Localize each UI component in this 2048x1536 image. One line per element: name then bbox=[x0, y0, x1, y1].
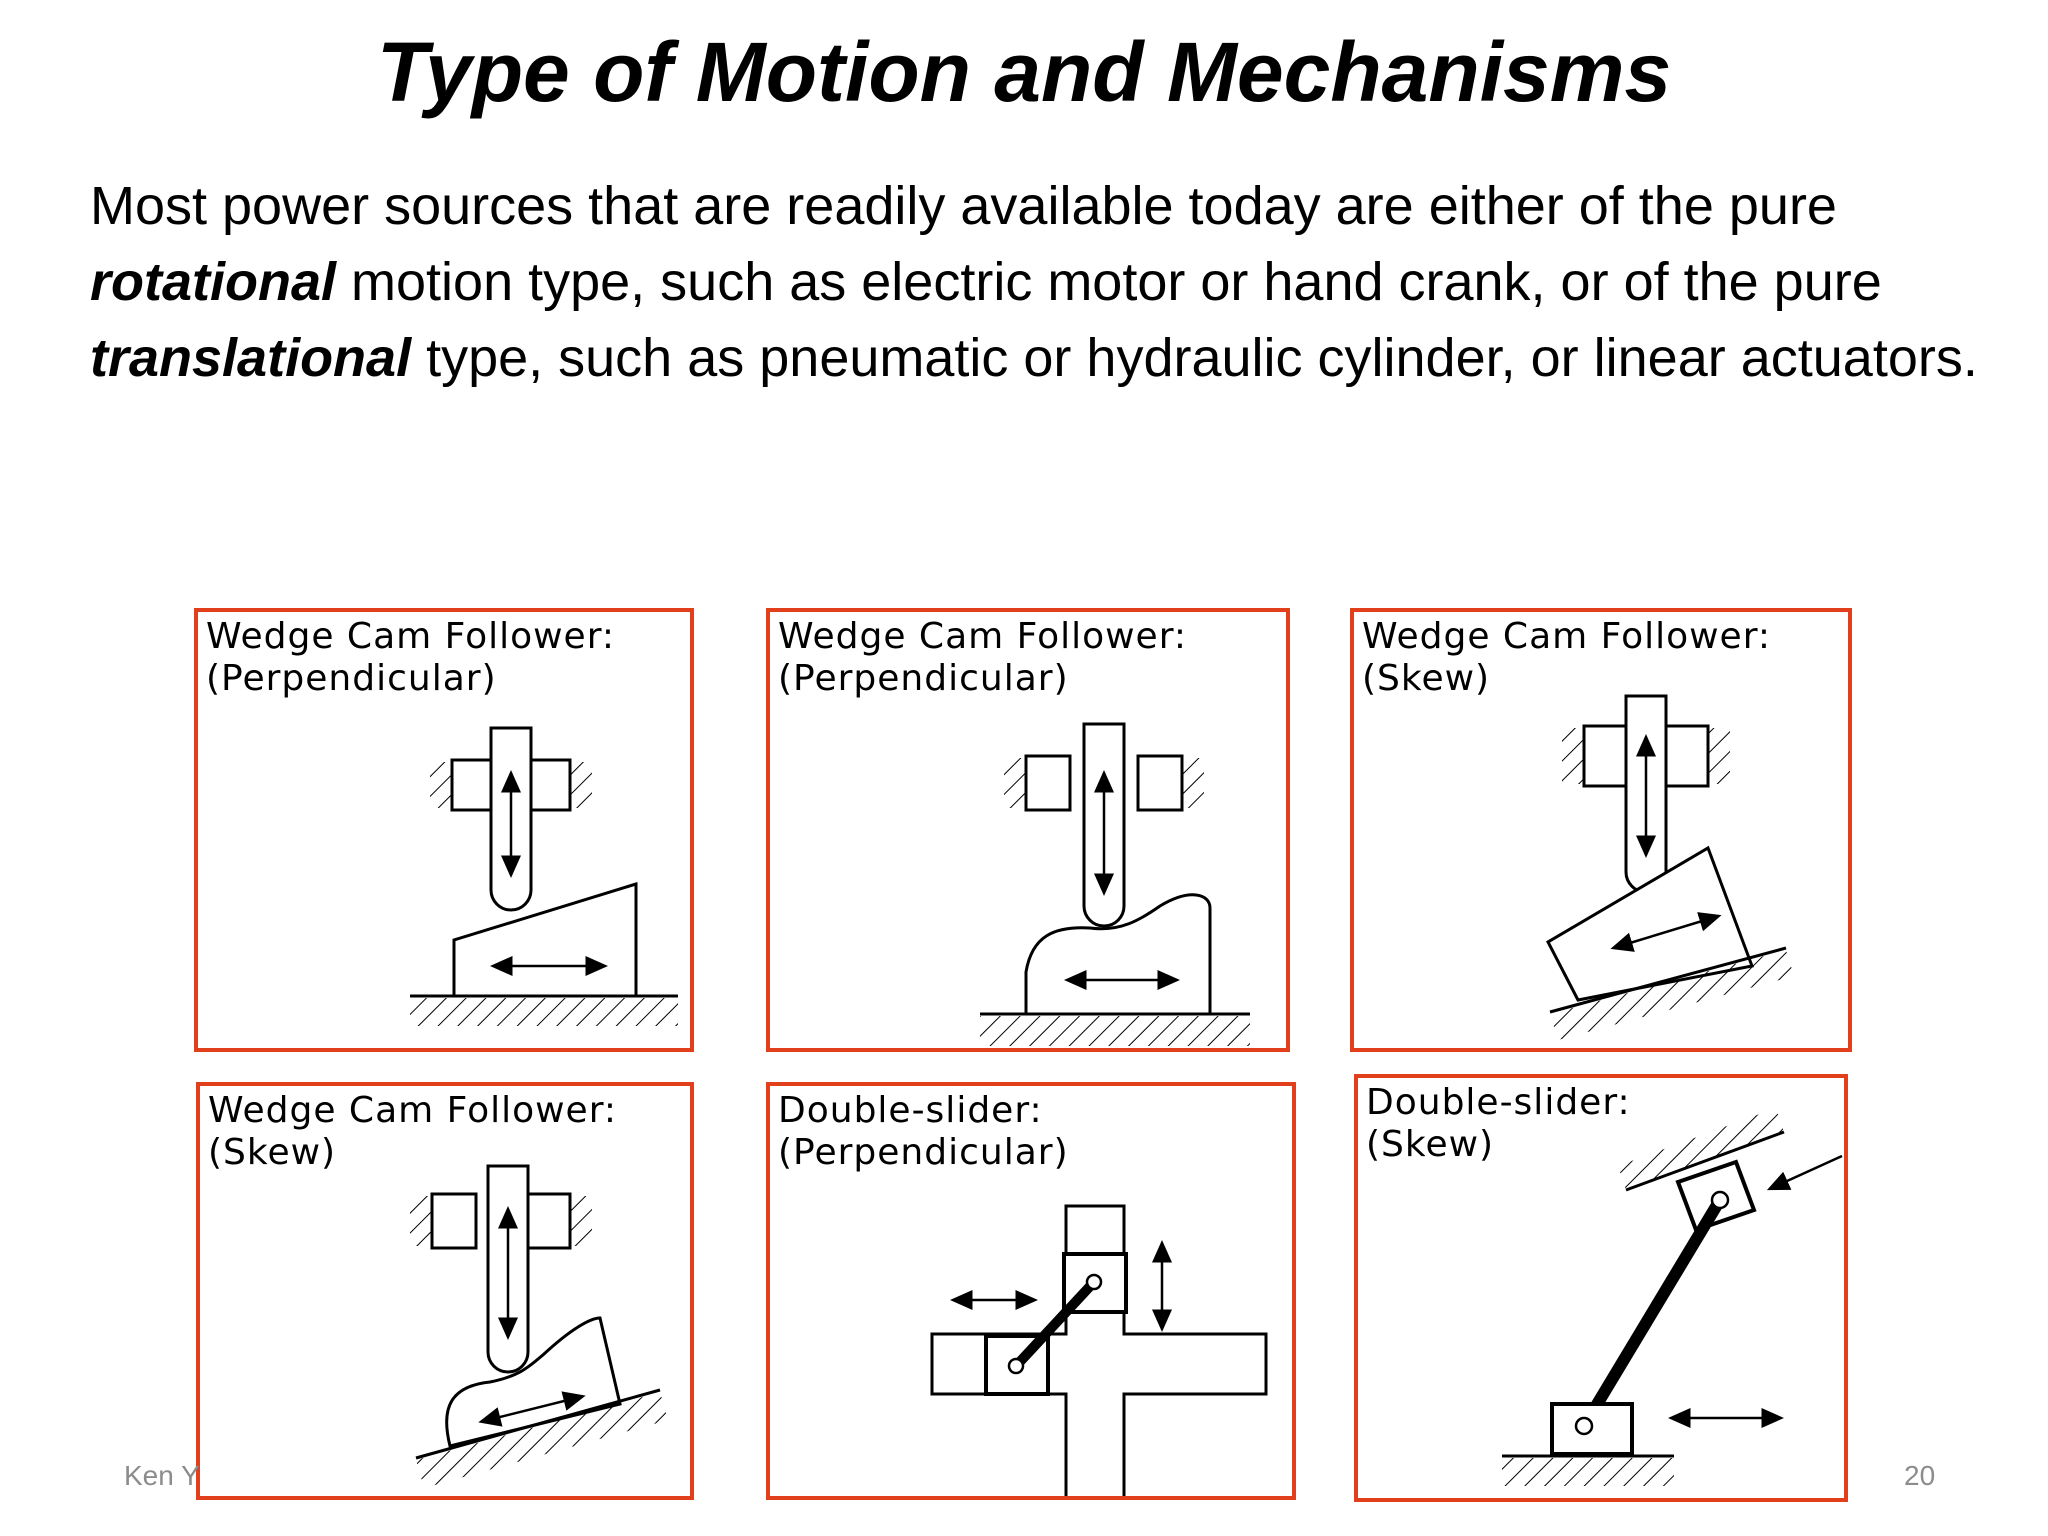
ground-hatch bbox=[410, 998, 678, 1026]
panel-label: Wedge Cam Follower: (Perpendicular) bbox=[206, 616, 616, 699]
body-paragraph: Most power sources that are readily avai… bbox=[90, 168, 1990, 396]
fixed-guide-hatch bbox=[430, 762, 592, 808]
ground-line bbox=[415, 1388, 661, 1460]
wedge-cam bbox=[452, 881, 638, 996]
diagram-wedge-cam-skew-curved bbox=[410, 1164, 668, 1488]
panel-label: Double-slider: (Skew) bbox=[1366, 1082, 1631, 1165]
emphasis-translational: translational bbox=[90, 328, 412, 388]
connecting-link bbox=[1578, 1196, 1726, 1430]
panel-wedge-cam-perpendicular-1: Wedge Cam Follower: (Perpendicular) bbox=[194, 608, 694, 1052]
diagram-wedge-cam-curved bbox=[980, 722, 1250, 1046]
slide-title: Type of Motion and Mechanisms bbox=[376, 25, 1672, 119]
panel-double-slider-skew: Double-slider: (Skew) bbox=[1354, 1074, 1848, 1502]
diagram-wedge-cam-flat bbox=[410, 726, 678, 1026]
ground-hatch bbox=[1550, 950, 1794, 1040]
ground-hatch bbox=[980, 1016, 1250, 1046]
body-text-part-2: motion type, such as electric motor or h… bbox=[336, 252, 1882, 312]
connecting-link bbox=[1012, 1278, 1098, 1370]
ground-hatch bbox=[1502, 1458, 1674, 1486]
upper-guide-hatch bbox=[1618, 1108, 1784, 1190]
body-text-part-3: type, such as pneumatic or hydraulic cyl… bbox=[411, 328, 1978, 388]
page-number: 20 bbox=[1904, 1460, 1936, 1491]
fixed-guide-hatch bbox=[1562, 728, 1730, 784]
panel-wedge-cam-skew-1: Wedge Cam Follower: (Skew) bbox=[1350, 608, 1852, 1052]
emphasis-rotational: rotational bbox=[90, 252, 337, 312]
panel-label: Wedge Cam Follower: (Perpendicular) bbox=[778, 616, 1188, 699]
diagram-double-slider-skew bbox=[1502, 1108, 1843, 1486]
ground-hatch bbox=[416, 1392, 668, 1488]
footer-author: Ken Y bbox=[124, 1460, 200, 1491]
cross-guide bbox=[930, 1204, 1268, 1496]
panel-wedge-cam-perpendicular-2: Wedge Cam Follower: (Perpendicular) bbox=[766, 608, 1290, 1052]
panel-label: Wedge Cam Follower: (Skew) bbox=[1362, 616, 1772, 699]
ground-line bbox=[1549, 946, 1787, 1014]
panel-wedge-cam-skew-2: Wedge Cam Follower: (Skew) bbox=[196, 1082, 694, 1500]
panel-double-slider-perpendicular: Double-slider: (Perpendicular) bbox=[766, 1082, 1296, 1500]
panel-label: Double-slider: (Perpendicular) bbox=[778, 1090, 1069, 1173]
diagram-double-slider-perpendicular bbox=[930, 1204, 1268, 1496]
follower-guide bbox=[1582, 724, 1710, 788]
diagram-wedge-cam-skew bbox=[1546, 694, 1794, 1040]
follower-guide bbox=[1024, 754, 1184, 812]
input-force-arrow bbox=[1766, 1154, 1843, 1191]
follower-guide bbox=[430, 1192, 572, 1250]
body-text-part-1: Most power sources that are readily avai… bbox=[90, 176, 1837, 236]
fixed-guide-hatch bbox=[1004, 758, 1204, 808]
fixed-guide-hatch bbox=[410, 1196, 592, 1246]
panel-label: Wedge Cam Follower: (Skew) bbox=[208, 1090, 618, 1173]
